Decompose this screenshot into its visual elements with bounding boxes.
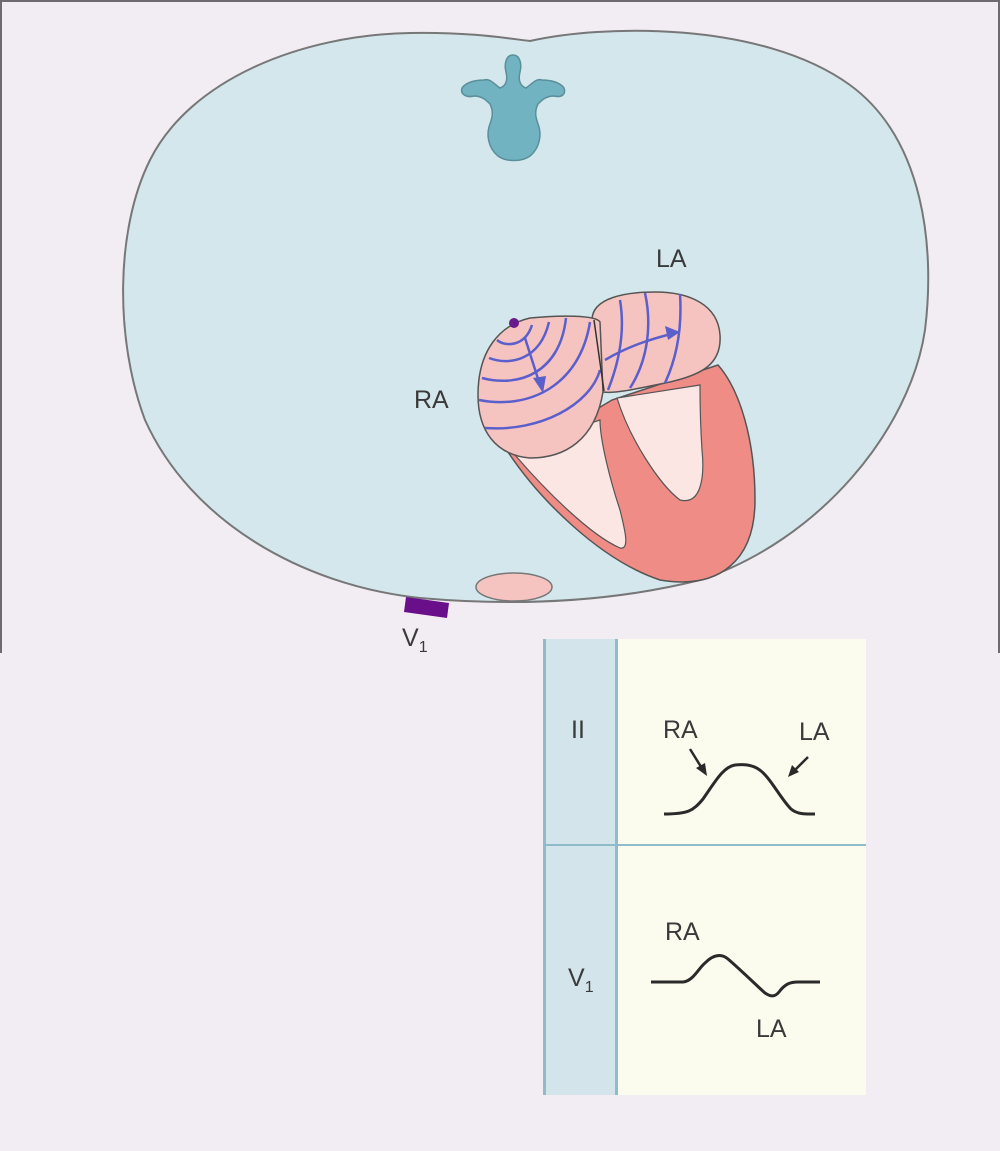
ra-conduction-wavefronts (478, 317, 602, 430)
interatrial-septum (593, 319, 605, 392)
lead-ii-trace (663, 763, 816, 816)
lead-v1-la-label: LA (756, 1015, 787, 1043)
label-v1-electrode: V1 (402, 624, 428, 656)
ecg-panel: II V1 RA LA RA LA (543, 639, 866, 1095)
sa-node-icon (509, 318, 519, 328)
lead-v1-trace (651, 954, 820, 998)
lead-v1-label: V1 (568, 964, 594, 996)
lead-ii-la-label: LA (799, 718, 830, 746)
esophagus-oval (475, 572, 553, 602)
ecg-traces (651, 748, 820, 998)
row-divider (543, 844, 866, 846)
lead-ii-ra-label: RA (663, 716, 698, 744)
lead-label-column (543, 639, 618, 1095)
cross-section-frame (0, 0, 1000, 653)
left-atrium (591, 291, 721, 394)
vertebra-icon (460, 54, 566, 162)
thorax-cross-section (122, 29, 930, 618)
left-ventricle-cavity (616, 384, 704, 502)
label-la: LA (656, 245, 687, 273)
lead-ii-label: II (571, 716, 585, 744)
lead-v1-ra-label: RA (665, 918, 700, 946)
label-ra: RA (414, 386, 449, 414)
v1-electrode-icon (404, 597, 449, 618)
la-conduction-wavefronts (604, 292, 682, 391)
